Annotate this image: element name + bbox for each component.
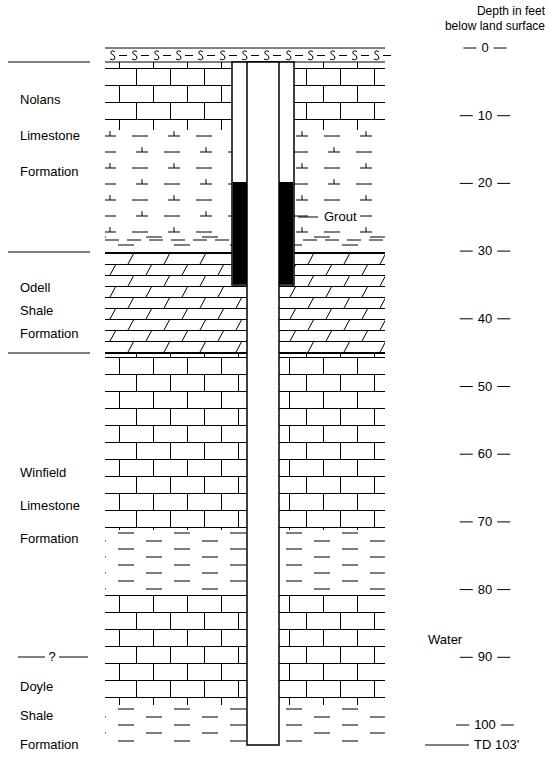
depth-label-anchor: 80: [478, 582, 492, 598]
leader-line: [298, 217, 318, 218]
depth-tick: [460, 657, 473, 658]
formation-name-anchor: Winfield Limestone Formation: [20, 456, 90, 555]
depth-label: 70: [478, 514, 492, 530]
depth-label: 50: [478, 379, 492, 395]
depth-tick: [460, 318, 473, 319]
soil-symbol: [198, 51, 203, 60]
soil-symbol: [286, 51, 291, 60]
depth-tick: [497, 589, 510, 590]
total-depth-label: TD 103': [474, 737, 519, 753]
grout-label: Grout: [321, 209, 360, 225]
depth-label: 20: [478, 175, 492, 191]
depth-label: 100: [474, 717, 496, 733]
soil-dash: [119, 55, 127, 56]
soil-symbol: [242, 51, 247, 60]
depth-tick: [463, 48, 476, 49]
depth-tick: [497, 183, 510, 184]
uncertain-contact-mark-anchor: ?: [45, 649, 58, 665]
soil-symbol: [330, 51, 335, 60]
depth-label-anchor: 10: [478, 108, 492, 124]
depth-tick: [497, 657, 510, 658]
depth-label-anchor: 20: [478, 175, 492, 191]
depth-tick: [497, 521, 510, 522]
depth-label: 10: [478, 108, 492, 124]
depth-tick: [501, 725, 514, 726]
depth-tick: [460, 589, 473, 590]
axis-title-anchor: Depth in feet below land surface: [444, 4, 546, 34]
formation-boundary: [8, 62, 90, 657]
soil-dash: [251, 55, 259, 56]
depth-tick: [460, 251, 473, 252]
soil-dash: [361, 55, 369, 56]
soil-symbol: [176, 51, 181, 60]
depth-tick: [497, 386, 510, 387]
depth-tick: [456, 725, 469, 726]
soil-symbol: [374, 51, 379, 60]
lithology-column: [105, 62, 385, 747]
depth-label-anchor: 90: [478, 649, 492, 665]
depth-label: 0: [481, 40, 488, 56]
soil-dash: [295, 55, 303, 56]
soil-dash: [185, 55, 193, 56]
depth-ticks: [425, 48, 514, 745]
depth-label-anchor: 50: [478, 379, 492, 395]
soil-dash: [317, 55, 325, 56]
depth-label-anchor: 30: [478, 243, 492, 259]
depth-label: 80: [478, 582, 492, 598]
formation-name-anchor: Nolans Limestone Formation: [20, 82, 90, 190]
formation-name: Nolans Limestone Formation: [20, 82, 90, 190]
soil-dash: [383, 55, 391, 56]
depth-tick: [460, 454, 473, 455]
depth-tick: [460, 386, 473, 387]
formation-name: Winfield Limestone Formation: [20, 456, 90, 555]
depth-label-anchor: 70: [478, 514, 492, 530]
soil-dash: [339, 55, 347, 56]
soil-symbol: [154, 51, 159, 60]
uncertain-contact-mark: ?: [45, 649, 58, 665]
depth-label-anchor: 100: [474, 717, 496, 733]
depth-label-anchor: 60: [478, 446, 492, 462]
soil-dash: [163, 55, 171, 56]
formation-name: Odell Shale Formation: [20, 276, 90, 345]
depth-tick: [460, 115, 473, 116]
depth-tick: [497, 454, 510, 455]
water-level-label-anchor: Water: [428, 632, 462, 648]
depth-tick: [497, 251, 510, 252]
soil-dash: [273, 55, 281, 56]
soil-dash: [141, 55, 149, 56]
soil-band: [105, 48, 391, 62]
depth-label-anchor: 0: [481, 40, 488, 56]
formation-name-anchor: Odell Shale Formation: [20, 276, 90, 345]
depth-tick: [497, 318, 510, 319]
soil-symbol: [264, 51, 269, 60]
depth-label: 90: [478, 649, 492, 665]
total-depth-line: [425, 745, 469, 746]
depth-tick: [460, 521, 473, 522]
soil-dash: [229, 55, 237, 56]
depth-tick: [497, 115, 510, 116]
depth-tick: [460, 183, 473, 184]
depth-label: 60: [478, 446, 492, 462]
formation-name: Doyle Shale Formation: [20, 672, 90, 759]
soil-symbol: [132, 51, 137, 60]
depth-label: 40: [478, 311, 492, 327]
axis-title: Depth in feet below land surface: [444, 4, 546, 34]
depth-tick: [494, 48, 507, 49]
soil-dash: [207, 55, 215, 56]
soil-symbol: [352, 51, 357, 60]
soil-symbol: [110, 51, 115, 60]
depth-label-anchor: 40: [478, 311, 492, 327]
total-depth-label-anchor: TD 103': [474, 737, 519, 753]
well-construction: [232, 62, 294, 745]
water-level-label: Water: [428, 632, 462, 648]
grout-label-anchor: Grout: [321, 209, 360, 225]
depth-label: 30: [478, 243, 492, 259]
soil-symbol: [220, 51, 225, 60]
formation-name-anchor: Doyle Shale Formation: [20, 672, 90, 759]
soil-symbol: [308, 51, 313, 60]
